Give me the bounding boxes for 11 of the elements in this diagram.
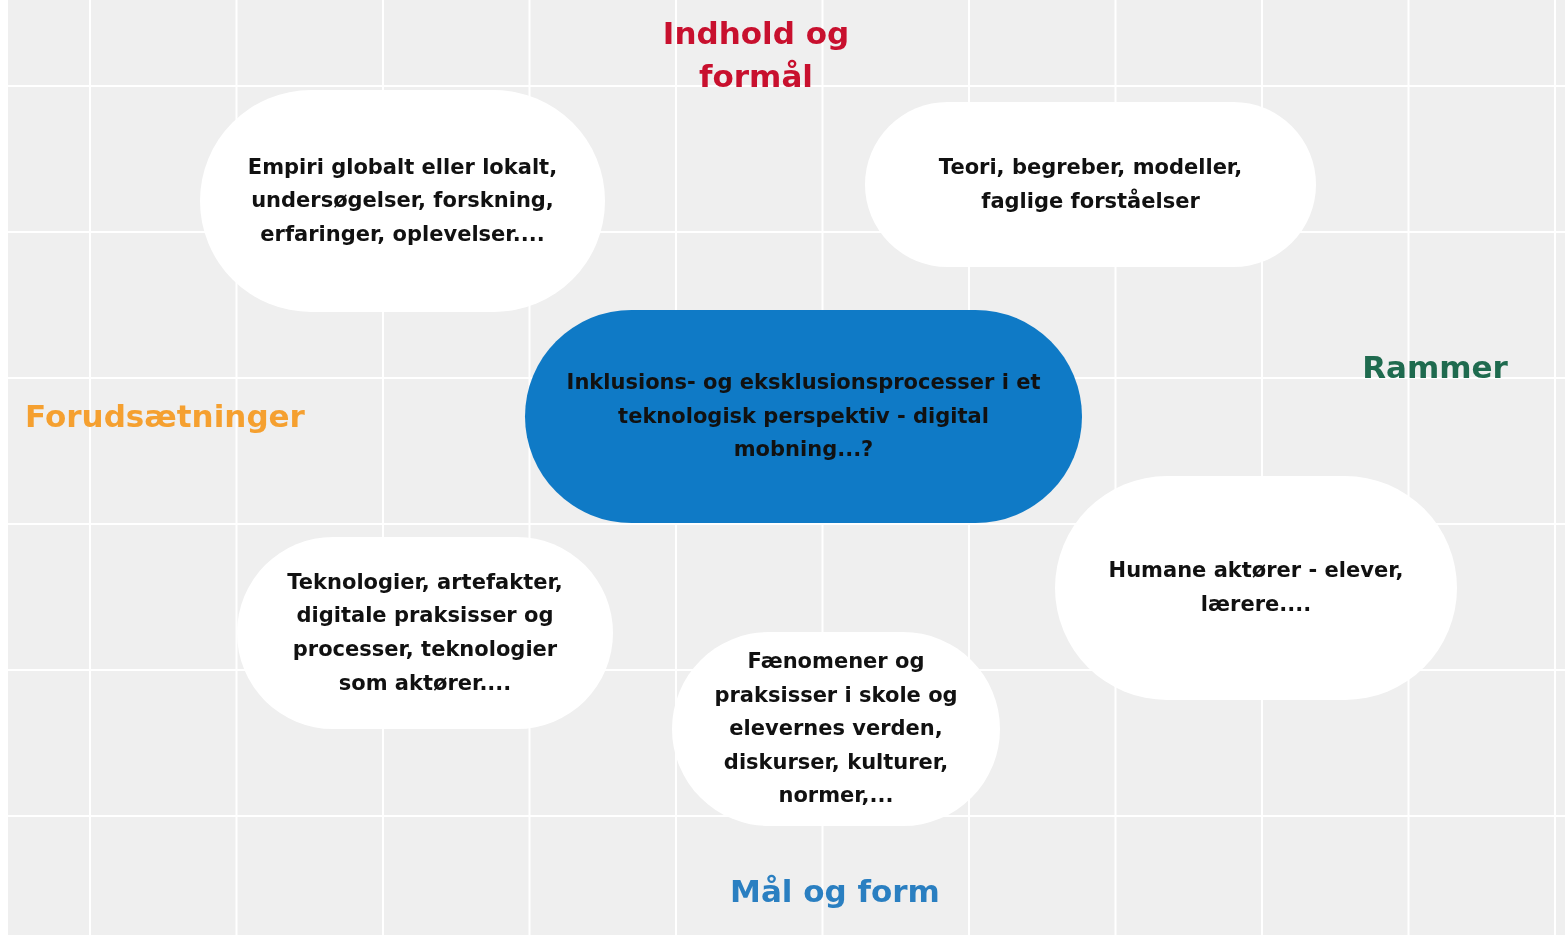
bubble-text: Teknologier, artefakter, digitale praksisser og processer, teknologier som aktører.... — [286, 568, 564, 697]
bubble-text: Teori, begreber, modeller, faglige forståelser — [937, 153, 1244, 215]
bubble-text: Empiri globalt eller lokalt, undersøgelser, forskning, erfaringer, oplevelser.... — [246, 153, 559, 248]
bubble-text: Inklusions- og eksklusionsprocesser i et teknologisk perspektiv - digital mobning...? — [565, 369, 1042, 464]
bubble-text: Fænomener og praksisser i skole og elevernes verden, diskurser, kulturer, normer,... — [713, 648, 959, 810]
category-heading: Forudsætninger — [24, 397, 306, 436]
topic-pill — [525, 310, 1082, 523]
category-heading: Mål og form — [729, 872, 941, 911]
category-heading: Rammer — [1361, 348, 1509, 387]
bubble-text: Humane aktører - elever, lærere.... — [1107, 557, 1405, 618]
category-heading: Indhold og formål — [661, 14, 851, 97]
